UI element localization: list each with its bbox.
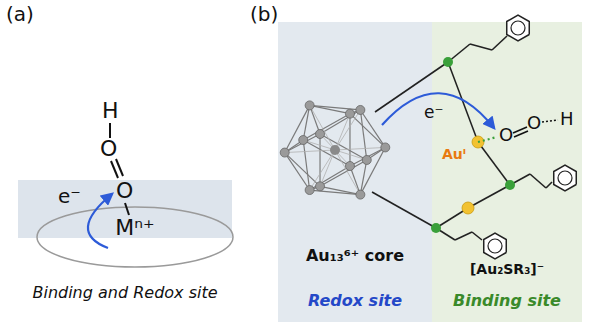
cluster-spoke xyxy=(335,147,385,150)
cluster-edge xyxy=(320,186,360,194)
electron-arrow xyxy=(88,194,112,248)
au-atom xyxy=(316,129,325,138)
gold-atom xyxy=(462,202,474,214)
au-atom xyxy=(280,148,289,157)
node-caption: Redox site xyxy=(278,292,432,310)
sulfur-atom xyxy=(431,223,441,233)
node-title: [Au₂SR₃]⁻ xyxy=(432,262,582,277)
node-title: Mⁿ⁺ xyxy=(105,216,165,240)
hydrogen-bond xyxy=(542,120,558,122)
au-atom xyxy=(316,182,325,191)
electron-label: e⁻ xyxy=(424,104,443,121)
cluster-spoke xyxy=(335,114,350,150)
panel-letter: (a) xyxy=(6,4,34,24)
cluster-edge xyxy=(285,153,320,187)
redox-site-panel: Au₁₃⁶⁺ coreRedox site xyxy=(278,22,432,322)
au-atom xyxy=(345,109,354,118)
ligand-bond xyxy=(546,182,552,188)
cluster-spoke xyxy=(320,150,335,186)
au13-cluster xyxy=(280,101,390,199)
cluster-spoke xyxy=(335,150,360,195)
sulfur-atom xyxy=(505,180,515,190)
cluster-edge xyxy=(320,110,360,134)
bond-line xyxy=(116,159,123,176)
phenyl-ring xyxy=(554,165,577,191)
au-atom xyxy=(362,155,371,164)
cluster-edge xyxy=(303,140,350,166)
node-caption: Binding site xyxy=(432,292,582,310)
cluster-edge xyxy=(310,190,361,195)
metal-site-ellipse: Mⁿ⁺ xyxy=(35,205,235,269)
atom-symbol: H xyxy=(102,100,119,122)
ligand-bond xyxy=(455,232,472,240)
staple-ligand xyxy=(372,15,576,259)
electron-label: e⁻ xyxy=(58,186,81,206)
gold-label: Auᴵ xyxy=(442,147,466,161)
au-atom xyxy=(345,162,354,171)
au-atom xyxy=(381,143,390,152)
cluster-edge xyxy=(303,114,350,140)
cluster-edge xyxy=(349,114,350,166)
atom-symbol: O xyxy=(527,114,541,132)
cluster-spoke xyxy=(310,150,335,190)
phenyl-ring xyxy=(488,239,502,253)
bond-line xyxy=(109,123,111,138)
ligand-bond xyxy=(492,36,507,50)
cluster-edge xyxy=(360,147,385,194)
au-atom xyxy=(356,190,365,199)
cluster-edge xyxy=(320,134,367,160)
cluster-edge xyxy=(319,134,320,186)
cluster-spoke xyxy=(285,150,335,153)
au-atom xyxy=(305,101,314,110)
ligand-bond xyxy=(372,192,436,228)
atom-symbol: O xyxy=(499,126,513,144)
cluster-edge xyxy=(320,160,367,186)
au-atom xyxy=(299,136,308,145)
ligand-bond xyxy=(478,142,510,185)
ligand-bond xyxy=(448,62,478,142)
phenyl-ring xyxy=(511,21,525,35)
ligand-bond xyxy=(530,174,546,188)
center-atom xyxy=(330,145,340,155)
ligand-bond xyxy=(472,232,482,240)
cluster-edge xyxy=(285,105,310,152)
sulfur-atom xyxy=(443,57,453,67)
cluster-edge xyxy=(360,110,385,147)
panel-letter: (b) xyxy=(250,4,278,24)
ligand-bond xyxy=(470,44,492,50)
cluster-spoke xyxy=(335,110,360,150)
ligand-bond xyxy=(468,185,510,208)
cluster-edge xyxy=(310,166,350,190)
binding-dots xyxy=(478,137,497,142)
atom-symbol: O xyxy=(116,180,133,202)
atom-symbol: O xyxy=(100,138,117,160)
cluster-edge xyxy=(303,105,309,140)
bond-line xyxy=(125,203,129,215)
electron-arrow xyxy=(382,93,494,128)
site-caption: Binding and Redox site xyxy=(20,283,230,302)
bond-line xyxy=(514,131,528,137)
cluster-edge xyxy=(310,105,361,110)
node-title: Au₁₃⁶⁺ core xyxy=(300,247,410,265)
phenyl-ring xyxy=(507,15,530,41)
au-atom xyxy=(305,186,314,195)
phenyl-ring xyxy=(484,233,507,259)
cluster-edge xyxy=(350,114,385,148)
phenyl-ring xyxy=(558,171,572,185)
au-atom xyxy=(356,105,365,114)
cluster-edge xyxy=(303,140,309,190)
atom-symbol: H xyxy=(560,110,574,128)
